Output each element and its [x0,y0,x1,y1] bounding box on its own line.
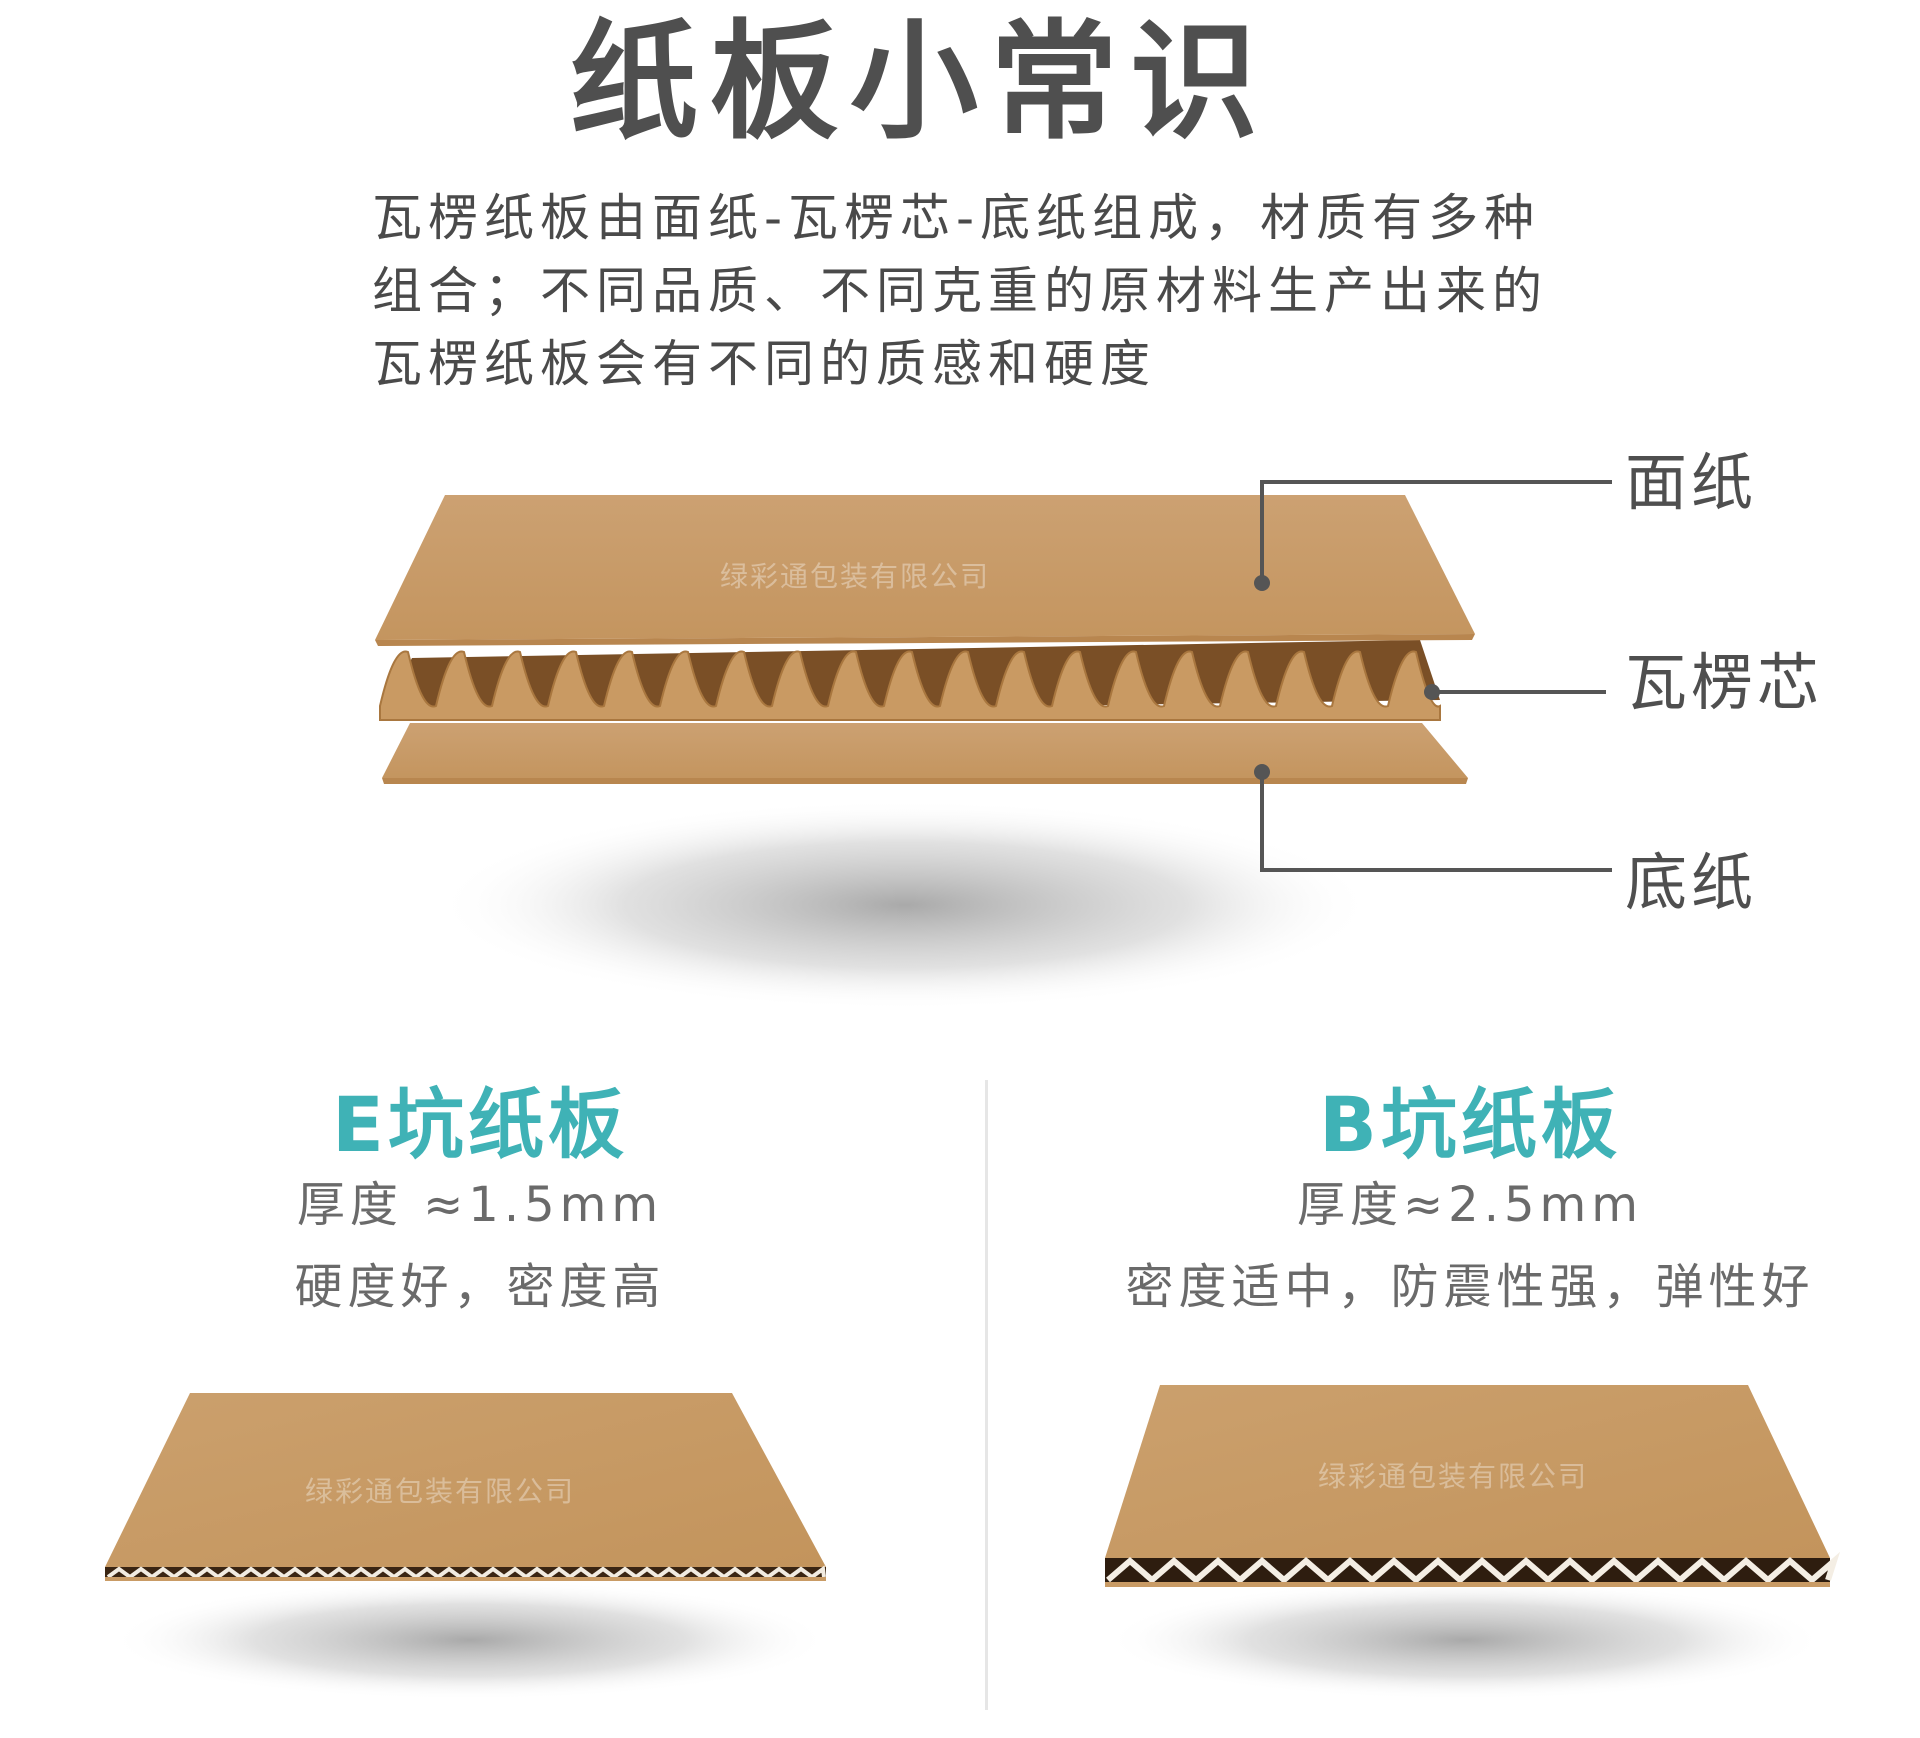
diagram-shadow [435,800,1375,1010]
intro-line: 瓦楞纸板会有不同的质感和硬度 [372,335,1156,393]
b-flute-thickness: 厚度≈2.5mm [1296,1177,1644,1233]
page-title: 纸板小常识 [569,8,1270,157]
callout-lines [1260,480,1612,872]
intro-line: 组合；不同品质、不同克重的原材料生产出来的 [372,262,1548,320]
intro-line: 瓦楞纸板由面纸-瓦楞芯-底纸组成，材质有多种 [372,189,1541,247]
intro-paragraph: 瓦楞纸板由面纸-瓦楞芯-底纸组成，材质有多种 组合；不同品质、不同克重的原材料生… [372,182,1552,401]
label-top-liner: 面纸 [1625,446,1758,519]
watermark: 绿彩通包装有限公司 [305,1475,576,1508]
b-flute-features: 密度适中，防震性强，弹性好 [1125,1259,1815,1315]
label-bottom-liner: 底纸 [1625,846,1758,919]
bottom-liner [382,723,1468,778]
watermark: 绿彩通包装有限公司 [1318,1460,1589,1493]
top-liner [375,495,1475,640]
label-fluting: 瓦楞芯 [1625,646,1824,719]
e-board-flute [106,1565,826,1580]
e-board [105,1393,826,1567]
b-flute-title: B坑纸板 [1319,1080,1621,1169]
corrugated-medium [379,640,1441,721]
callout-dots [1254,575,1440,780]
e-flute-thickness: 厚度 ≈1.5mm [296,1177,664,1233]
e-flute-features: 硬度好，密度高 [294,1259,666,1315]
e-flute-title: E坑纸板 [332,1080,628,1169]
e-board-shadow [110,1580,830,1700]
b-board-flute [1106,1551,1841,1584]
watermark: 绿彩通包装有限公司 [720,560,991,593]
section-divider [985,1080,988,1710]
top-liner-edge [375,634,1475,646]
bottom-liner-edge [382,778,1468,784]
b-board [1105,1385,1830,1558]
b-board-shadow [1105,1580,1825,1700]
